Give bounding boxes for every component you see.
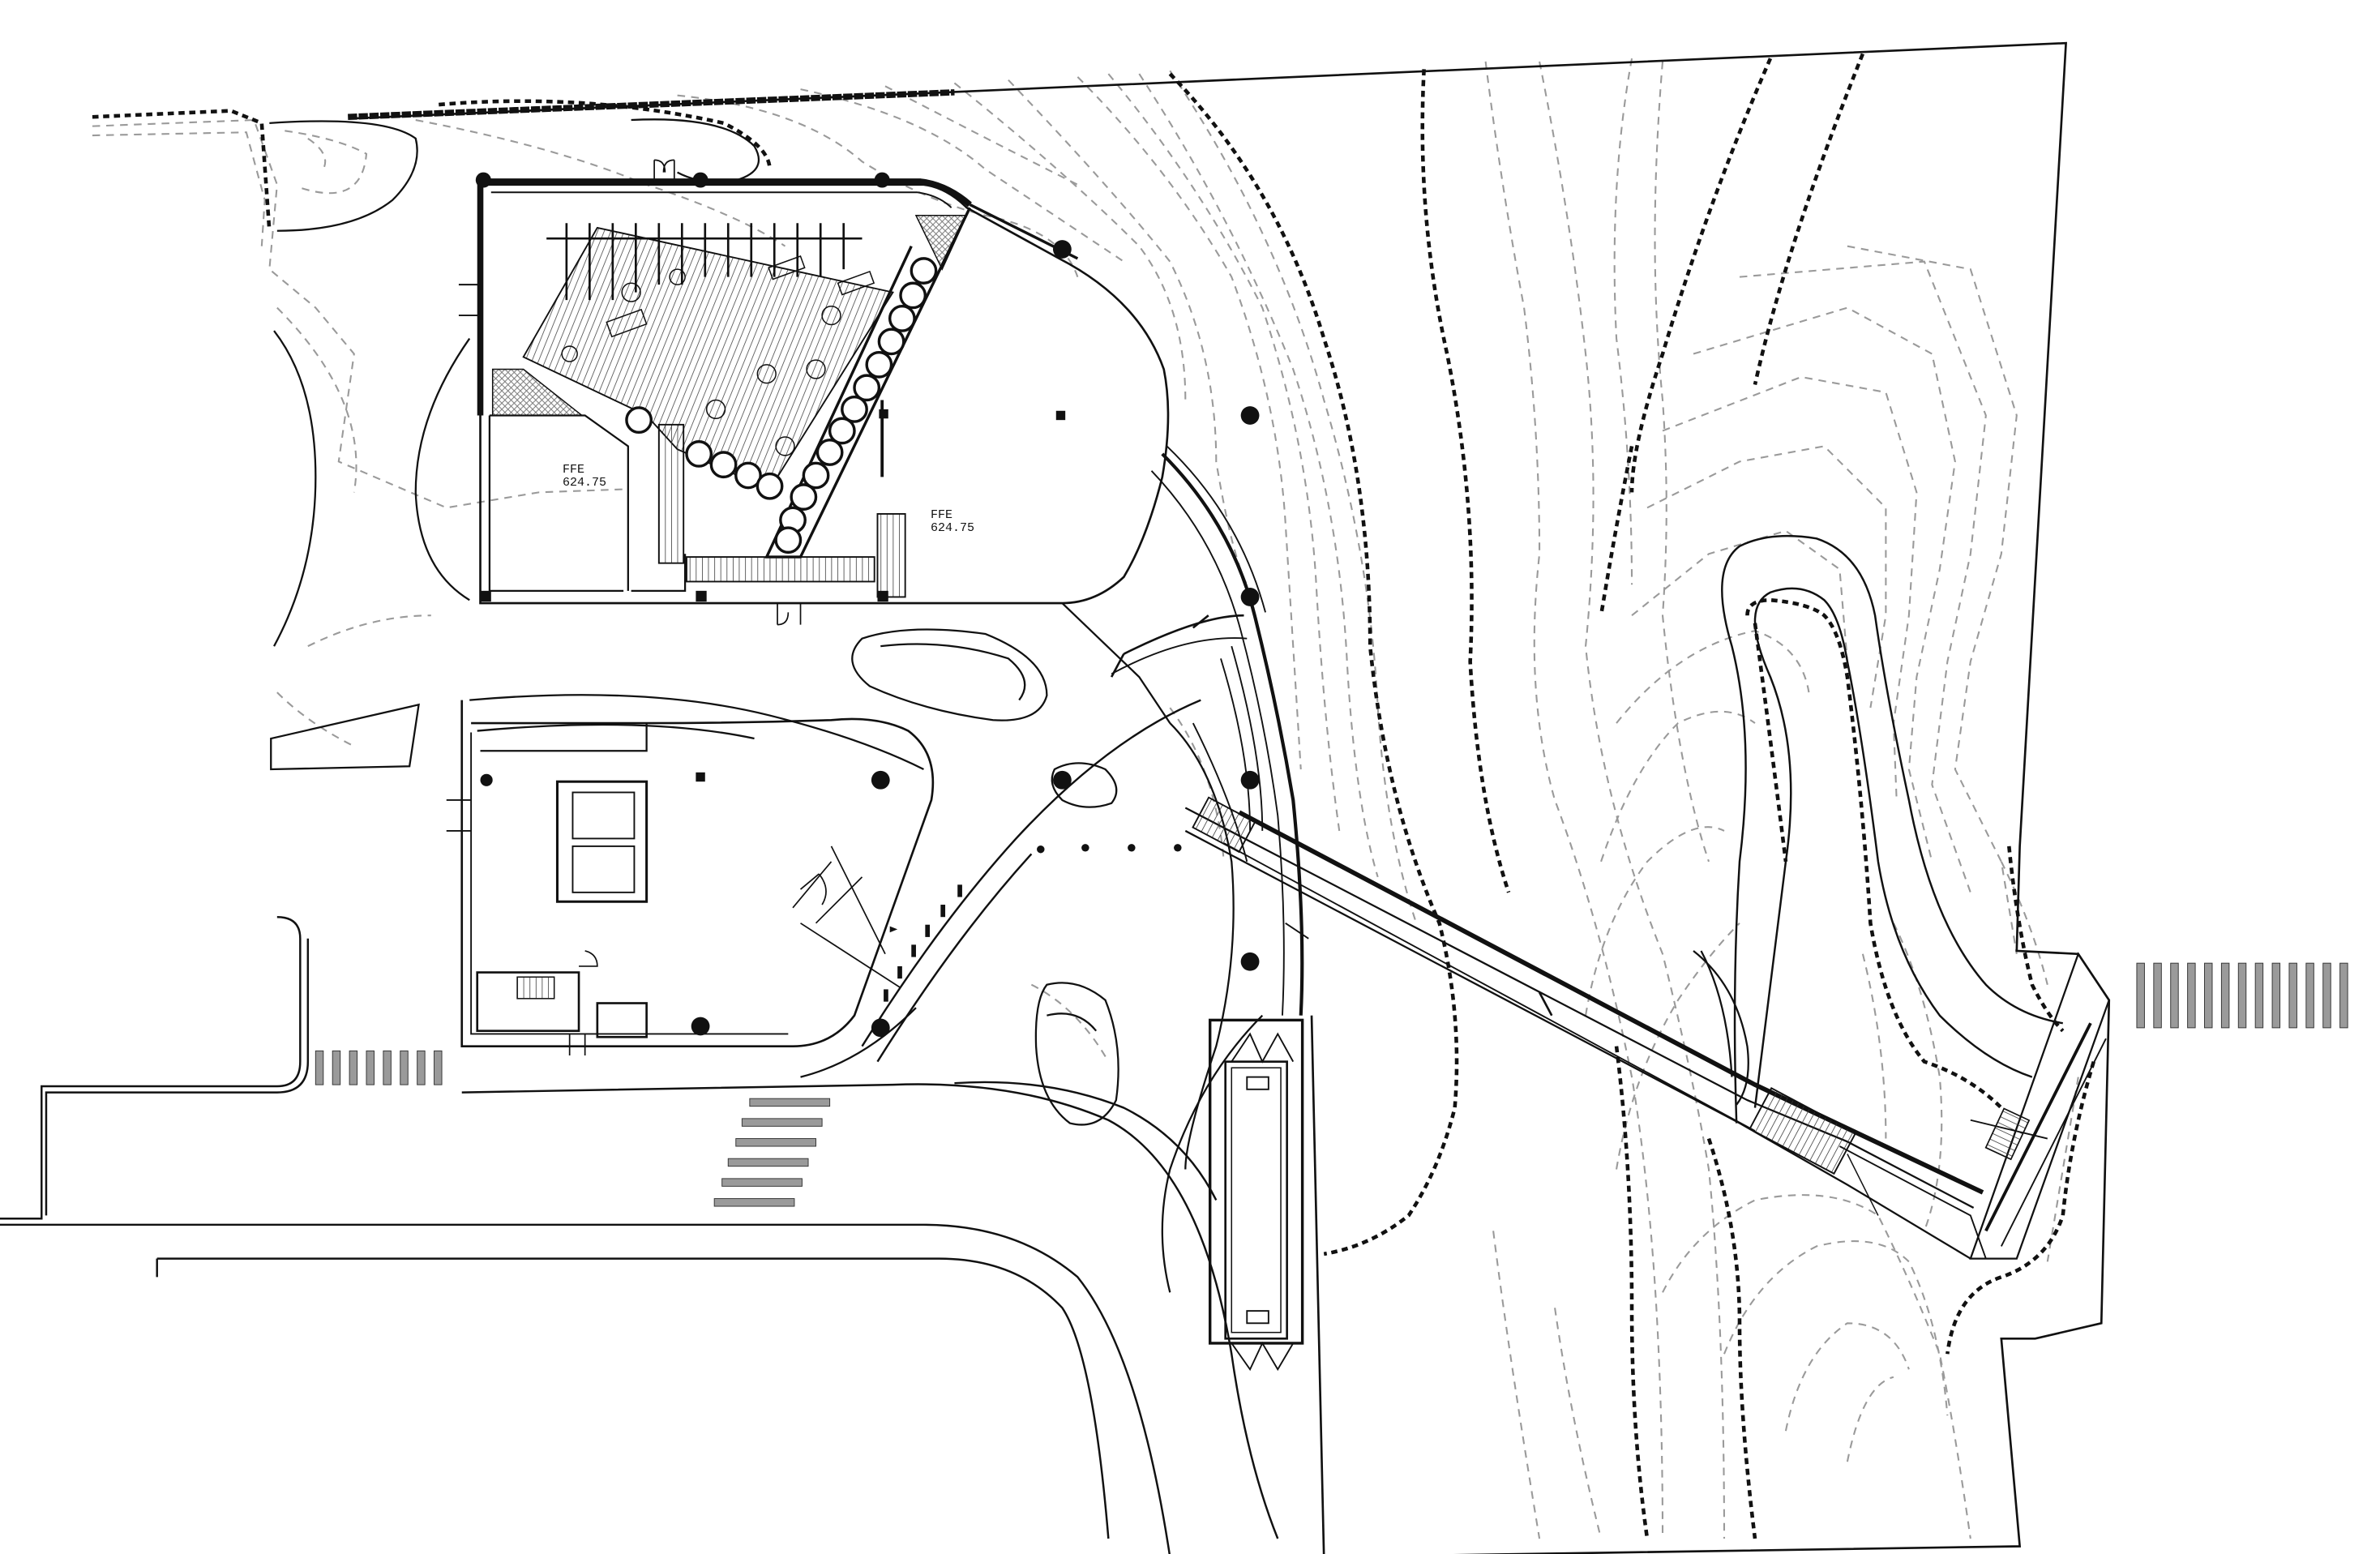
pedestrian-bridge (1184, 796, 2111, 1260)
ffe-label-north-line2: 624.75 (563, 476, 607, 490)
switchback-path (1721, 534, 2063, 1124)
building-south (446, 700, 1072, 1056)
ffe-label-east-line1: FFE (931, 508, 953, 522)
building-north (458, 159, 1170, 626)
columns-north (475, 172, 1072, 602)
pavilion (1208, 1018, 1304, 1372)
roads-sidewalks (0, 915, 1279, 1554)
crosswalk-west (315, 1050, 443, 1085)
ffe-label-east: FFE 624.75 (931, 509, 974, 535)
ffe-label-north: FFE 624.75 (563, 464, 606, 490)
landscape-curves (269, 118, 1749, 1293)
ffe-label-east-line2: 624.75 (931, 521, 975, 535)
tree-row (625, 257, 938, 554)
plaza-arc (861, 699, 1201, 1063)
curved-walkway (1110, 406, 1309, 1170)
contour-lines (92, 58, 2079, 1539)
heavy-dashed-lines (92, 53, 2095, 1539)
crosswalk-east (2136, 962, 2348, 1029)
crosswalk-south (713, 1098, 831, 1207)
pergola (546, 223, 863, 301)
ffe-label-north-line1: FFE (563, 463, 585, 477)
